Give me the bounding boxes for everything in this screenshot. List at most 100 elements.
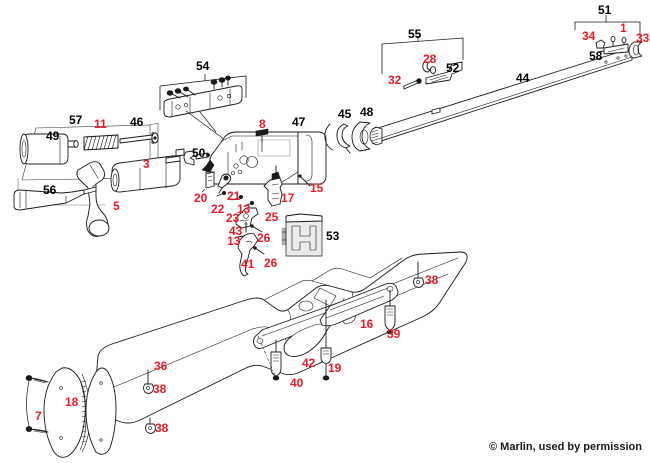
callout-36: 36: [154, 359, 168, 373]
callout-56: 56: [43, 183, 57, 197]
callout-38-stock: 38: [153, 382, 167, 396]
callout-45: 45: [338, 107, 352, 121]
callout-13-lower: 13: [227, 234, 241, 248]
part-16-floor-plate: [319, 282, 399, 327]
part-46-firing-pin-rod: [119, 132, 159, 144]
part-15-pin: [298, 174, 311, 187]
callout-22: 22: [211, 202, 225, 216]
callout-52: 52: [446, 61, 460, 75]
callout-17: 17: [281, 191, 295, 205]
part-28-screws: [422, 61, 437, 75]
callout-26-upper: 26: [257, 231, 271, 245]
part-47-receiver: [201, 131, 327, 185]
part-38c-swivel-stud: [145, 417, 156, 434]
callout-16: 16: [360, 317, 374, 331]
callout-54: 54: [196, 59, 210, 73]
part-18-butt-plate: [43, 367, 91, 458]
part-11-mainspring: [83, 134, 119, 151]
part-49-bolt-sleeve: [19, 133, 69, 165]
part-39-screw: [384, 289, 396, 335]
callout-32: 32: [388, 73, 402, 87]
part-5-bolt-handle: [76, 161, 110, 237]
callout-26-lower: 26: [264, 256, 278, 270]
callout-55: 55: [408, 27, 422, 41]
callout-39: 39: [387, 327, 401, 341]
part-3-bolt-body: [110, 148, 185, 193]
part-34-insert: [595, 39, 606, 49]
callout-3: 3: [143, 157, 150, 171]
callout-21: 21: [227, 189, 241, 203]
callout-49: 49: [46, 129, 60, 143]
part-22-pin: [216, 191, 227, 197]
callout-51: 51: [598, 3, 612, 17]
part-33-hood: [628, 41, 643, 59]
part-50-extractor: [183, 150, 210, 166]
part-38a-swivel-stud: [413, 261, 424, 288]
callout-43: 43: [229, 224, 243, 238]
bracket-51: [574, 15, 641, 38]
callout-8: 8: [259, 117, 266, 131]
part-54-trigger-housing: [163, 75, 243, 118]
callout-19: 19: [328, 361, 342, 375]
barrel-threads: [369, 126, 383, 146]
bracket-54: [159, 74, 247, 110]
part-25-trigger-block: [235, 207, 259, 229]
callout-40: 40: [290, 376, 304, 390]
part-26a-pin: [250, 224, 263, 233]
part-17-sear: [263, 165, 283, 207]
part-38b-swivel-stud: [143, 369, 154, 394]
callout-53: 53: [326, 229, 340, 243]
callout-38-forend: 38: [425, 273, 439, 287]
callout-15: 15: [310, 181, 324, 195]
part-56-rail: [13, 186, 97, 211]
part-57-firing-pin: [67, 140, 79, 148]
part-21-lever: [217, 173, 232, 194]
part-13b-pin: [236, 235, 245, 238]
callout-20: 20: [194, 191, 208, 205]
callout-1: 1: [620, 21, 627, 35]
part-44-barrel: [369, 47, 633, 146]
callout-5: 5: [113, 199, 120, 213]
part-43-pin: [243, 221, 249, 233]
callout-47: 47: [292, 115, 306, 129]
part-butt-spacer: [85, 367, 117, 455]
part-48-ring: [351, 121, 371, 152]
part-13a-pin: [243, 201, 255, 207]
bracket-55: [381, 36, 464, 74]
callout-11: 11: [94, 117, 107, 131]
part-58-front-sight-base: [597, 43, 629, 55]
part-45-clip: [336, 123, 351, 154]
part-ring-left-of-45: [324, 123, 334, 151]
callout-42: 42: [302, 356, 316, 370]
callout-58: 58: [589, 49, 603, 63]
callout-57: 57: [69, 113, 83, 127]
part-26b-pin: [253, 246, 265, 255]
callout-48: 48: [360, 105, 374, 119]
callout-23: 23: [226, 211, 240, 225]
callout-13-upper: 13: [237, 202, 251, 216]
part-54-screws-right: [210, 75, 231, 90]
callout-44: 44: [516, 71, 530, 85]
part-8-stud: [255, 128, 269, 143]
callout-7: 7: [35, 409, 42, 423]
callout-18: 18: [65, 395, 79, 409]
copyright-notice: © Marlin, used by permission: [489, 441, 642, 453]
part-41-trigger: [237, 233, 259, 277]
callout-50: 50: [192, 146, 206, 160]
part-20-plate: [205, 171, 215, 189]
callout-46: 46: [130, 115, 144, 129]
part-23-pin: [231, 195, 244, 201]
callout-41: 41: [241, 257, 255, 271]
callout-34: 34: [582, 29, 596, 43]
callout-25: 25: [265, 210, 279, 224]
callout-33: 33: [636, 31, 650, 45]
part-52-rear-sight: [425, 61, 463, 85]
part-7-screws: [25, 375, 49, 434]
part-32-pin: [403, 78, 422, 90]
callout-38-butt: 38: [155, 421, 169, 435]
part-19-screw: [320, 299, 332, 381]
part-54-screws-left: [166, 86, 196, 99]
callout-28: 28: [423, 52, 437, 66]
